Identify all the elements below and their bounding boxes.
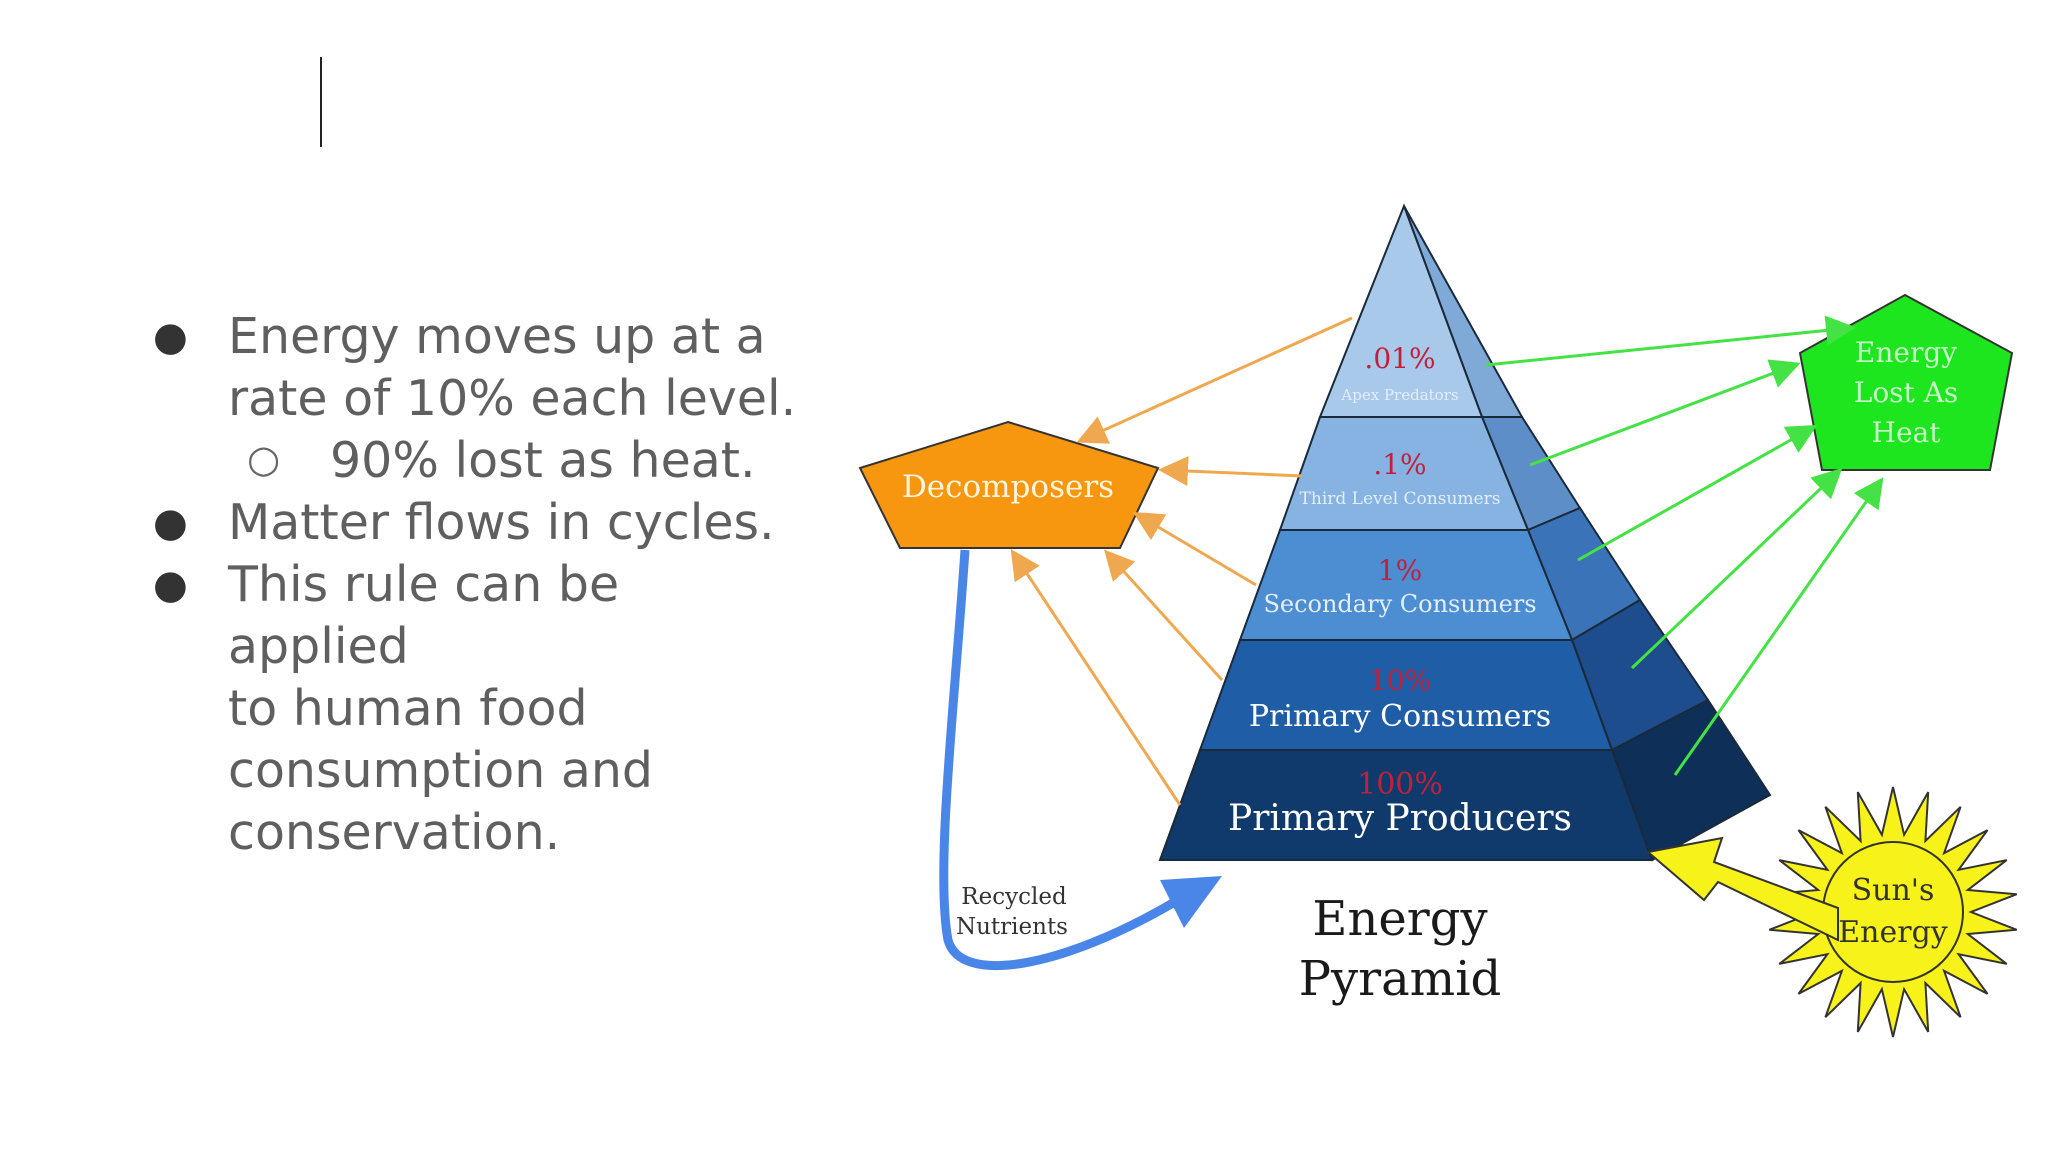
orange-arrow-producers (1010, 548, 1182, 806)
heat-label-line1: Energy (1855, 336, 1957, 369)
bullet-list: ● Energy moves up at a rate of 10% each … (145, 306, 815, 864)
bullet-text-line: rate of 10% each level. (228, 370, 797, 427)
recycle-arrow-curve (939, 549, 1181, 970)
level-name-producers: Primary Producers (1228, 798, 1572, 839)
green-arrow-apex (1485, 315, 1856, 367)
level-percent-producers: 100% (1357, 767, 1443, 802)
bullet-text-line: conservation. (228, 804, 561, 861)
heat-label-line2: Lost As (1854, 376, 1959, 409)
bullet-item-2: ● Matter flows in cycles. (145, 492, 815, 554)
decomposers-label: Decomposers (902, 469, 1114, 505)
sun-label-line2: Energy (1838, 915, 1948, 950)
diagram-title-line1: Energy (1312, 891, 1487, 947)
green-arrow-secondary (1577, 425, 1818, 562)
level-percent-apex: .01% (1364, 342, 1435, 375)
bullet-text-line: to human food (228, 680, 588, 737)
level-percent-primary-consumers: 10% (1369, 664, 1431, 697)
orange-arrow-primary-consumers (1103, 549, 1224, 682)
heat-label-line3: Heat (1872, 416, 1942, 449)
bullet-text-line: This rule can be applied (228, 556, 620, 675)
level-name-secondary: Secondary Consumers (1263, 590, 1536, 618)
sub-bullet-text: 90% lost as heat. (330, 432, 756, 489)
level-name-third: Third Level Consumers (1300, 489, 1501, 509)
orange-arrow-third (1158, 456, 1303, 487)
level-name-apex: Apex Predators (1340, 386, 1458, 404)
bullet-text-line: Matter flows in cycles. (228, 494, 775, 551)
level-name-primary-consumers: Primary Consumers (1249, 699, 1551, 734)
diagram-title-line2: Pyramid (1299, 951, 1502, 1007)
bullet-dot-icon: ● (153, 314, 188, 360)
pyramid-level-producers (1158, 749, 1654, 861)
orange-arrow-apex (1076, 316, 1353, 444)
level-percent-secondary: 1% (1378, 554, 1422, 587)
level-percent-third: .1% (1373, 448, 1426, 481)
green-arrow-producers (1673, 477, 1884, 776)
green-arrow-primary-consumers (1630, 467, 1843, 670)
sun-label-line1: Sun's (1852, 873, 1935, 908)
bullet-item-3: ● This rule can be applied to human food… (145, 554, 815, 864)
green-arrow-third (1529, 359, 1801, 467)
recycled-label-line1: Recycled (961, 884, 1067, 910)
decomposers-pentagon (858, 420, 1160, 549)
bullet-text-line: consumption and (228, 742, 654, 799)
bullet-dot-icon: ● (153, 562, 188, 608)
bullet-item-1: ● Energy moves up at a rate of 10% each … (145, 306, 815, 430)
bullet-dot-icon: ● (153, 500, 188, 546)
recycle-arrow-head (1160, 876, 1222, 928)
recycled-label-line2: Nutrients (956, 914, 1068, 940)
bullet-text-line: Energy moves up at a (228, 308, 766, 365)
title-placeholder-cursor[interactable] (320, 57, 322, 147)
sub-bullet-circle-icon: ○ (247, 437, 281, 481)
sub-bullet-item-1: ○ 90% lost as heat. (145, 430, 815, 492)
orange-arrow-secondary (1132, 511, 1257, 587)
sun-energy-arrow (1645, 836, 1839, 942)
